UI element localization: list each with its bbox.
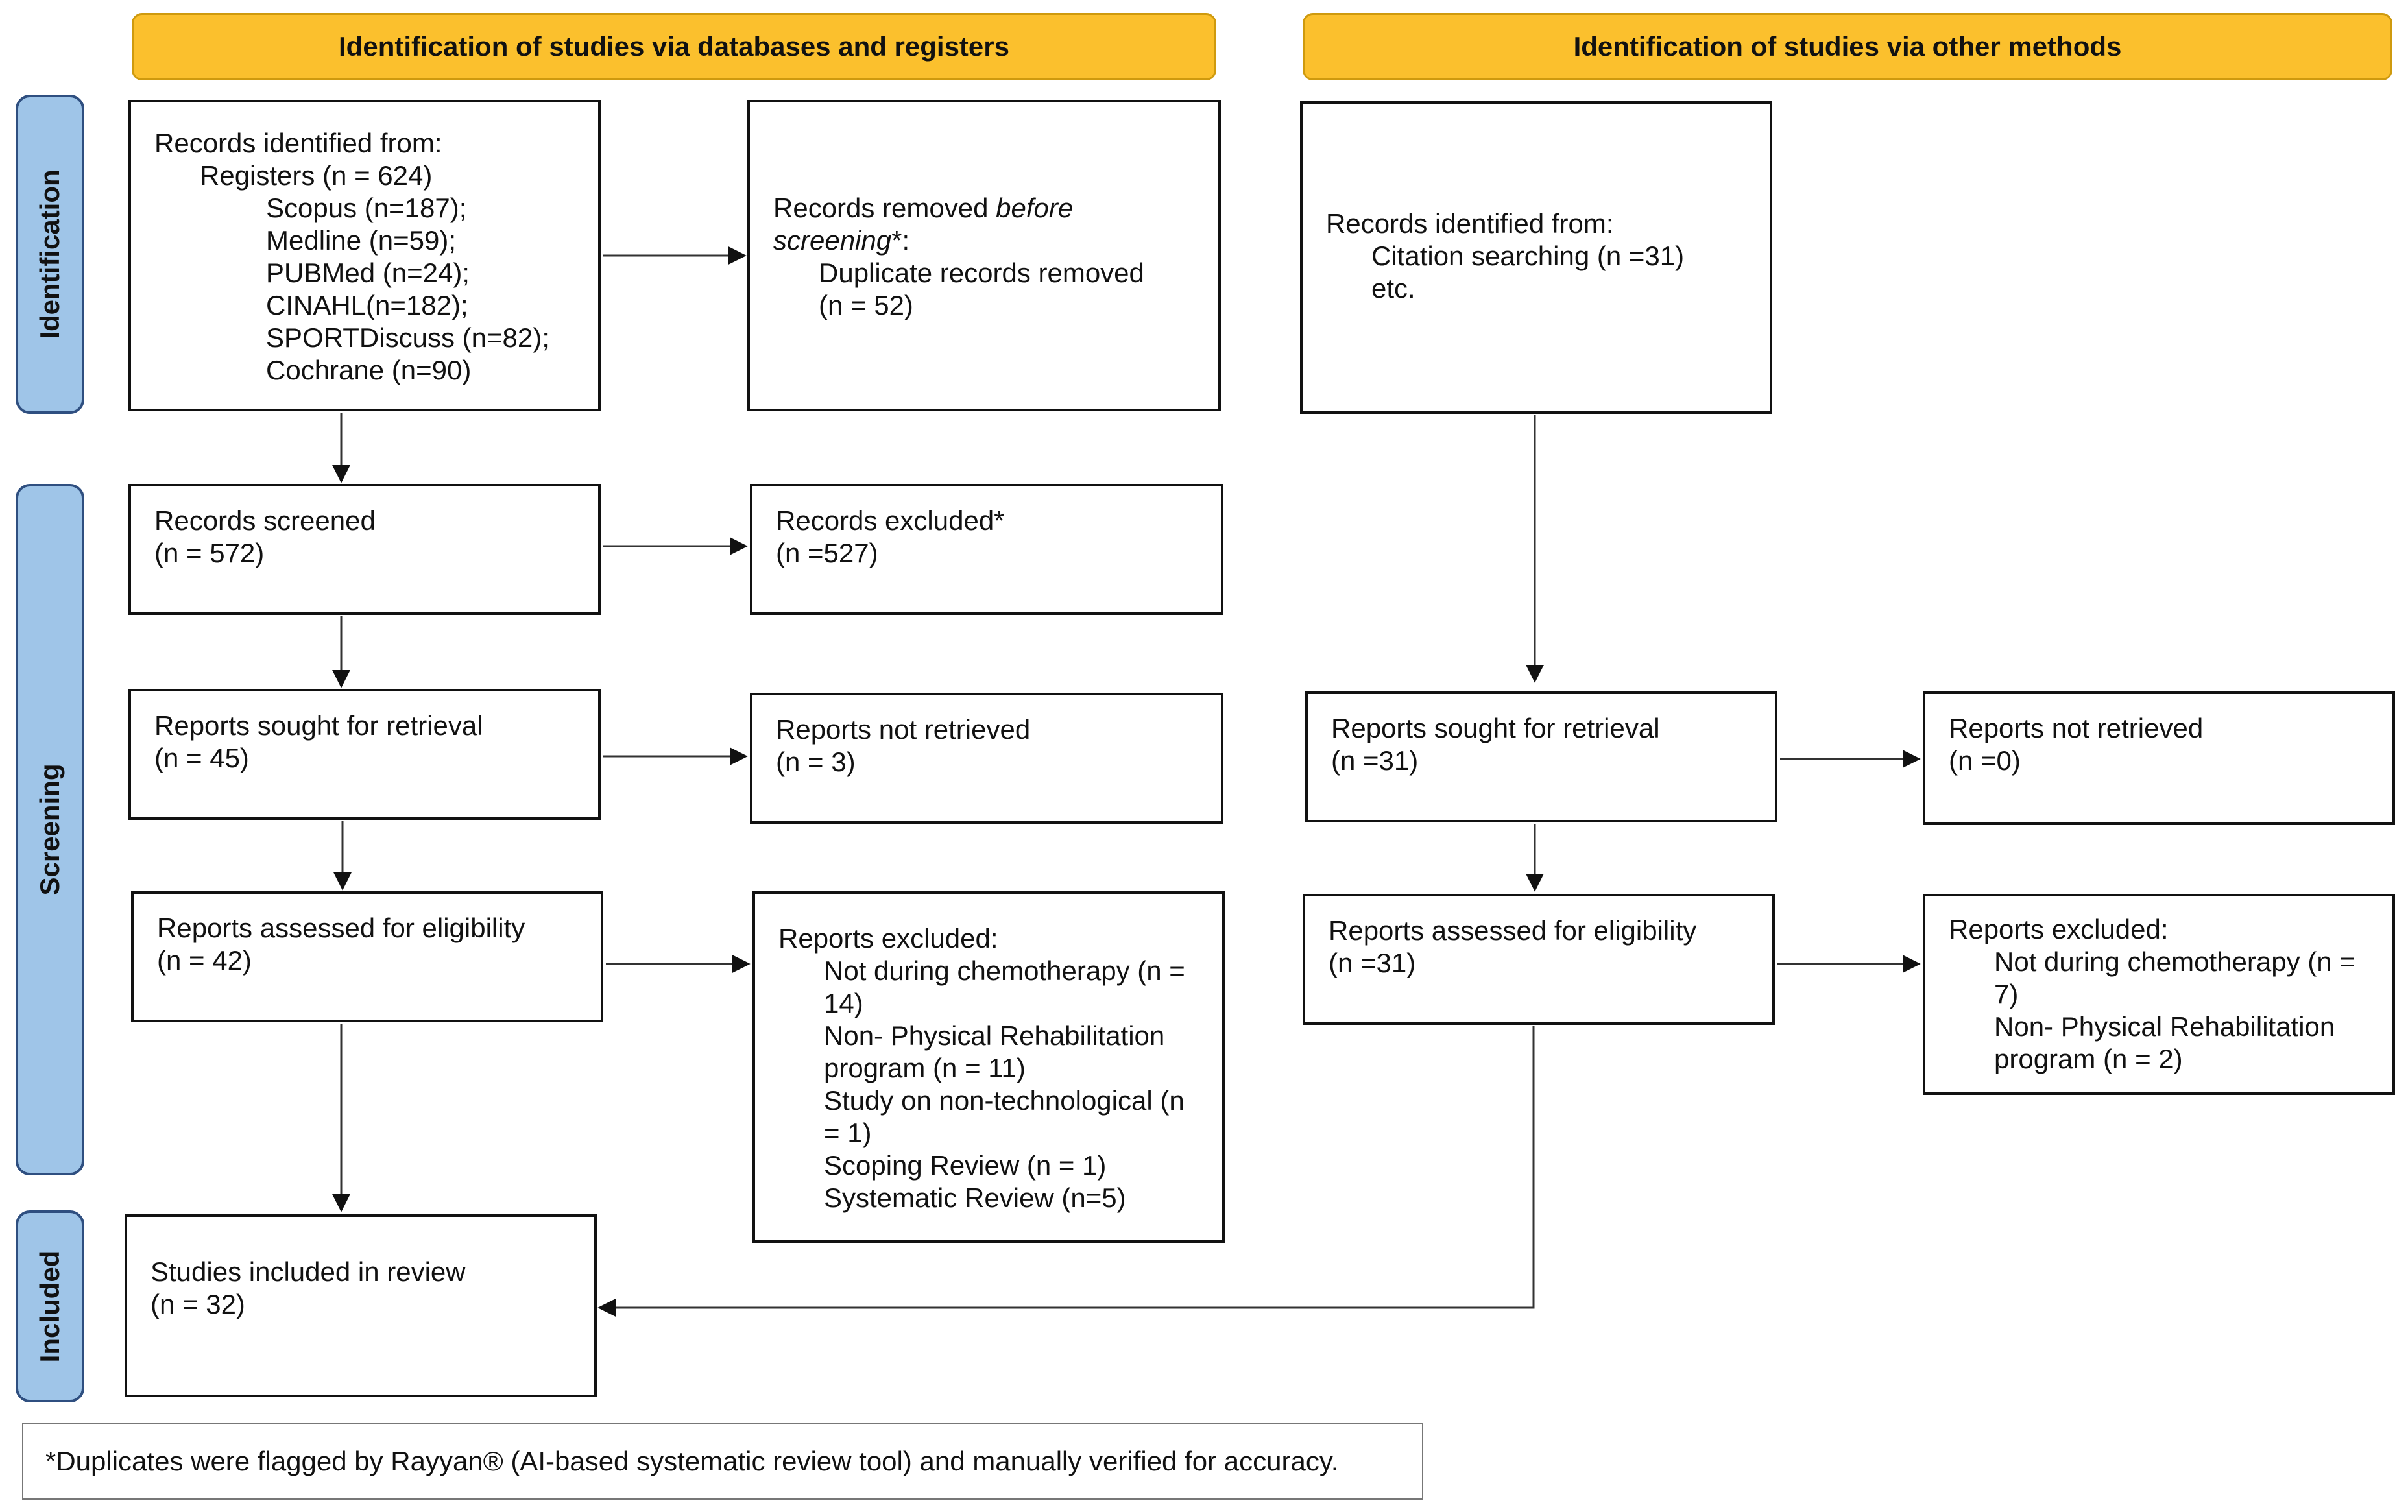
other-reports-excluded-title: Reports excluded: (1949, 914, 2169, 944)
other-records-identified-title: Records identified from: (1326, 208, 1614, 239)
db-source-medline: Medline (n=59); (266, 225, 456, 256)
db-records-removed-title: Records removed before (773, 192, 1199, 224)
removed-screening: screening (773, 225, 892, 256)
removed-prefix: Records removed (773, 193, 996, 223)
other-reports-sought-title: Reports sought for retrieval (1331, 713, 1660, 743)
db-reports-sought-title: Reports sought for retrieval (154, 710, 483, 741)
other-reports-sought-box: Reports sought for retrieval (n =31) (1305, 691, 1777, 822)
other-etc: etc. (1371, 273, 1415, 304)
db-registers: Registers (n = 624) (200, 160, 433, 191)
db-excl-scoping: Scoping Review (n = 1) (824, 1150, 1107, 1181)
arrow-other-assessed-to-included (597, 1026, 1535, 1317)
other-excl-chemo: Not during chemotherapy (n = 7) (1994, 946, 2355, 1009)
db-reports-excluded-box: Reports excluded: Not during chemotherap… (752, 891, 1225, 1243)
db-excl-non-tech: Study on non-technological (n = 1) (824, 1085, 1185, 1148)
header-other-label: Identification of studies via other meth… (1573, 31, 2122, 62)
other-reports-sought-n: (n =31) (1331, 745, 1419, 776)
db-reports-assessed-n: (n = 42) (157, 945, 252, 976)
db-source-scopus: Scopus (n=187); (266, 193, 467, 223)
db-reports-sought-n: (n = 45) (154, 743, 249, 773)
db-duplicates-removed: Duplicate records removed (819, 258, 1144, 288)
phase-identification: Identification (16, 95, 84, 414)
db-reports-assessed-box: Reports assessed for eligibility (n = 42… (131, 891, 603, 1022)
db-source-pubmed: PUBMed (n=24); (266, 258, 470, 288)
db-source-cochrane: Cochrane (n=90) (266, 355, 472, 385)
phase-included: Included (16, 1210, 84, 1402)
header-databases: Identification of studies via databases … (132, 13, 1216, 80)
other-reports-not-retrieved-title: Reports not retrieved (1949, 713, 2204, 743)
header-databases-label: Identification of studies via databases … (339, 31, 1009, 62)
header-other-methods: Identification of studies via other meth… (1303, 13, 2392, 80)
db-duplicates-n: (n = 52) (819, 290, 913, 320)
db-records-excluded-title: Records excluded* (776, 505, 1005, 536)
db-records-screened-n: (n = 572) (154, 538, 265, 568)
db-records-identified-title: Records identified from: (154, 128, 442, 158)
db-excl-chemo: Not during chemotherapy (n = 14) (824, 955, 1185, 1018)
db-records-identified-box: Records identified from: Registers (n = … (128, 100, 601, 411)
db-excl-non-physical: Non- Physical Rehabilitation program (n … (824, 1020, 1165, 1083)
db-records-removed-title-2: screening*: (773, 224, 1199, 257)
studies-included-n: (n = 32) (150, 1289, 245, 1319)
db-records-excluded-n: (n =527) (776, 538, 878, 568)
db-reports-not-retrieved-box: Reports not retrieved (n = 3) (750, 693, 1223, 824)
other-reports-not-retrieved-box: Reports not retrieved (n =0) (1923, 691, 2395, 825)
db-reports-assessed-title: Reports assessed for eligibility (157, 913, 525, 943)
footnote-text: *Duplicates were flagged by Rayyan® (AI-… (45, 1446, 1339, 1476)
other-citation-searching: Citation searching (n =31) (1371, 241, 1685, 271)
other-reports-not-retrieved-n: (n =0) (1949, 745, 2021, 776)
studies-included-title: Studies included in review (150, 1256, 466, 1287)
db-reports-not-retrieved-n: (n = 3) (776, 747, 856, 777)
other-reports-excluded-box: Reports excluded: Not during chemotherap… (1923, 894, 2395, 1095)
db-source-cinahl: CINAHL(n=182); (266, 290, 468, 320)
phase-screening: Screening (16, 484, 84, 1175)
db-records-removed-box: Records removed before screening*: Dupli… (747, 100, 1221, 411)
other-reports-assessed-box: Reports assessed for eligibility (n =31) (1303, 894, 1775, 1025)
db-records-screened-title: Records screened (154, 505, 376, 536)
db-reports-sought-box: Reports sought for retrieval (n = 45) (128, 689, 601, 820)
other-reports-assessed-n: (n =31) (1329, 948, 1416, 978)
db-reports-not-retrieved-title: Reports not retrieved (776, 714, 1031, 745)
other-reports-assessed-title: Reports assessed for eligibility (1329, 915, 1697, 946)
db-source-sportdiscuss: SPORTDiscuss (n=82); (266, 322, 549, 353)
other-excl-non-physical: Non- Physical Rehabilitation program (n … (1994, 1011, 2335, 1074)
removed-before: before (996, 193, 1074, 223)
removed-suffix: *: (891, 225, 910, 256)
footnote-box: *Duplicates were flagged by Rayyan® (AI-… (22, 1423, 1423, 1500)
other-records-identified-box: Records identified from: Citation search… (1300, 101, 1772, 414)
studies-included-box: Studies included in review (n = 32) (125, 1214, 597, 1397)
db-records-screened-box: Records screened (n = 572) (128, 484, 601, 615)
db-records-excluded-box: Records excluded* (n =527) (750, 484, 1223, 615)
db-excl-systematic: Systematic Review (n=5) (824, 1182, 1126, 1213)
db-reports-excluded-title: Reports excluded: (778, 923, 998, 954)
